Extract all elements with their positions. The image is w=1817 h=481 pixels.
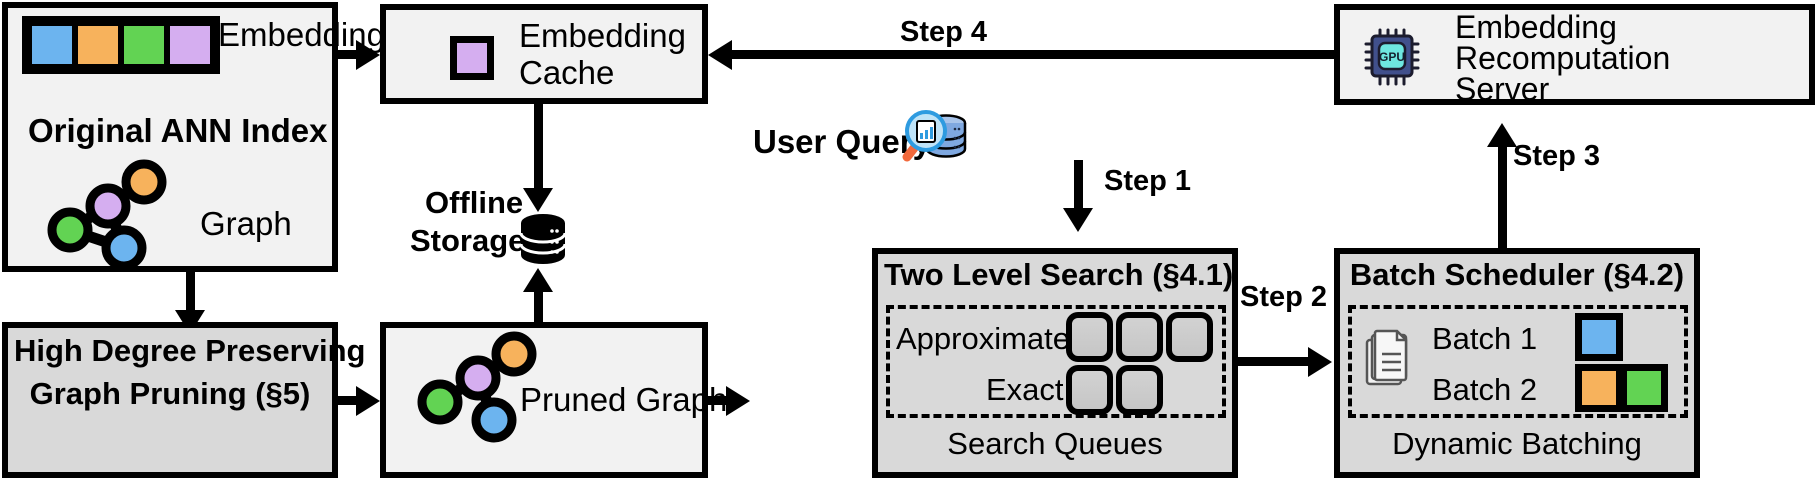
embedding-swatch-strip xyxy=(22,16,220,74)
arrow-step4-head xyxy=(708,40,732,70)
arrow-step1-line xyxy=(1074,160,1083,212)
gpu-icon: GPU xyxy=(1364,28,1420,86)
gpu-icon-text: GPU xyxy=(1379,50,1405,64)
embedding-cache-line1: Embedding xyxy=(519,17,686,54)
step3-label: Step 3 xyxy=(1513,140,1601,172)
batch-2-item-orange xyxy=(1575,364,1623,412)
approximate-slot-1 xyxy=(1066,312,1113,362)
arrow-cache-to-storage-line xyxy=(534,104,543,192)
two-level-search-box xyxy=(872,248,1238,478)
pruned-graph-label: Pruned Graph xyxy=(520,381,728,418)
batch-2-label: Batch 2 xyxy=(1432,372,1538,407)
graph-pruning-line2: Graph Pruning (§5) xyxy=(29,376,311,411)
batch-1-item-blue xyxy=(1575,313,1623,361)
exact-slots xyxy=(1066,365,1163,415)
two-level-search-title: Two Level Search (§4.1) xyxy=(884,257,1234,292)
approximate-slot-2 xyxy=(1116,312,1163,362)
arrow-step2-head xyxy=(1308,347,1332,377)
arrow-index-to-cache-head xyxy=(356,40,380,70)
batch-1-label: Batch 1 xyxy=(1432,321,1538,356)
arrow-step2-line xyxy=(1238,357,1314,366)
exact-slot-1 xyxy=(1066,365,1113,415)
graph-pruning-box xyxy=(2,322,338,478)
step1-label: Step 1 xyxy=(1104,165,1192,197)
offline-storage-line2: Storage xyxy=(410,223,526,258)
search-database-icon xyxy=(902,110,967,162)
original-ann-index-title: Original ANN Index xyxy=(28,112,328,149)
step4-label: Step 4 xyxy=(900,16,988,48)
arrow-pruning-to-pruned-line xyxy=(338,396,364,405)
search-queues-footer: Search Queues xyxy=(947,426,1163,461)
arrow-pruned-to-search-line xyxy=(708,396,734,405)
arrow-step3-line xyxy=(1498,145,1507,249)
arrow-index-to-cache-line xyxy=(338,50,364,59)
database-icon xyxy=(519,214,567,264)
recomputation-server-line2: Recomputation xyxy=(1455,40,1671,76)
arrow-index-to-pruning-line xyxy=(186,272,195,314)
dynamic-batching-dashed-area xyxy=(1348,305,1688,418)
arrow-pruning-to-pruned-head xyxy=(356,386,380,416)
embedding-cache-line2: Cache xyxy=(519,54,615,91)
documents-icon xyxy=(1365,329,1408,386)
exact-slot-2 xyxy=(1116,365,1163,415)
embedding-cell-orange xyxy=(75,23,121,67)
batch-scheduler-title: Batch Scheduler (§4.2) xyxy=(1349,257,1685,292)
approximate-slot-3 xyxy=(1166,312,1213,362)
embedding-cell-purple xyxy=(167,23,213,67)
embedding-cell-green xyxy=(121,23,167,67)
embedding-cache-swatch xyxy=(450,36,494,80)
recomputation-server-line3: Server xyxy=(1455,71,1550,107)
arrow-pruned-to-search-head xyxy=(726,386,750,416)
arrow-step3-head xyxy=(1487,123,1517,147)
recomputation-server-box xyxy=(1334,4,1815,105)
arrow-pruned-to-storage-line xyxy=(534,290,543,326)
arrow-step4-line xyxy=(730,50,1334,59)
dynamic-batching-footer: Dynamic Batching xyxy=(1392,426,1642,461)
approximate-slots xyxy=(1066,312,1213,362)
exact-row-label: Exact xyxy=(986,372,1064,407)
step2-label: Step 2 xyxy=(1240,281,1328,313)
embedding-cell-blue xyxy=(29,23,75,67)
recomputation-server-line1: Embedding xyxy=(1455,9,1617,45)
search-queues-dashed-area xyxy=(886,305,1226,418)
arrow-pruned-to-storage-head xyxy=(523,268,553,292)
user-query-label: User Query xyxy=(753,123,931,160)
graph-label: Graph xyxy=(200,205,292,242)
approximate-row-label: Approximate xyxy=(896,321,1071,356)
graph-pruning-line1: High Degree Preserving xyxy=(14,333,366,368)
pruned-graph-svg xyxy=(417,331,537,443)
batch-2-item-green xyxy=(1620,364,1668,412)
original-graph-svg xyxy=(47,159,167,271)
arrow-step1-head xyxy=(1063,208,1093,232)
offline-storage-line1: Offline xyxy=(425,185,524,220)
arrow-cache-to-storage-head xyxy=(523,188,553,212)
embedding-cache-box xyxy=(380,4,708,104)
